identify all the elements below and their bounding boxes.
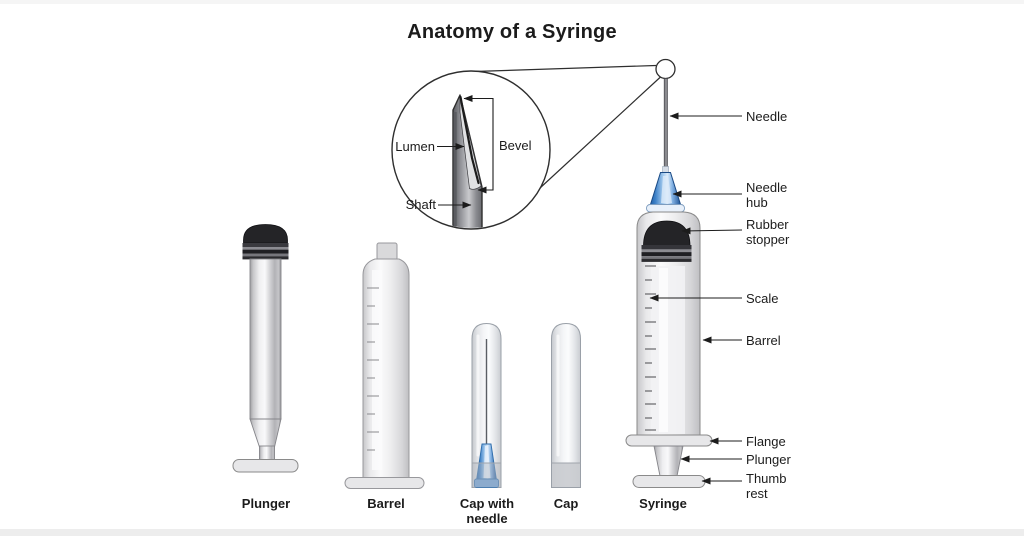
syringe-thumb-rest: [632, 475, 706, 488]
bottom-edge-strip: [0, 529, 1024, 536]
assembled-syringe-illustration: [625, 78, 713, 488]
barrel-label: Barrel: [746, 333, 781, 348]
plunger-caption: Plunger: [241, 496, 291, 511]
magnifier-connector-lines: [473, 64, 661, 189]
needle-label: Needle: [746, 109, 788, 124]
annotation-pointer-lines: [649, 112, 743, 485]
barrel-caption: Barrel: [367, 496, 405, 511]
top-edge-strip: [0, 0, 1024, 4]
bevel-bracket: [463, 95, 494, 194]
thumb-rest-label: Thumb rest: [746, 471, 787, 501]
bevel-label: Bevel: [499, 138, 532, 153]
syringe-flange: [625, 434, 713, 447]
cap-with-needle-component-illustration: [471, 322, 502, 488]
syringe-needle: [663, 78, 668, 174]
flange-label: Flange: [746, 434, 786, 449]
rubber-stopper-label: Rubber stopper: [746, 217, 790, 247]
barrel-component-illustration: [344, 242, 425, 489]
cap-component-illustration: [551, 322, 581, 488]
plunger-component-illustration: [232, 224, 299, 473]
scale-label: Scale: [746, 291, 779, 306]
cap-with-needle-caption: Cap with needle: [459, 496, 515, 526]
syringe-scale-ticks: [645, 265, 656, 431]
syringe-needle-hub: [646, 172, 685, 213]
syringe-plunger-rod: [653, 445, 684, 477]
barrel-scale-ticks: [367, 287, 379, 451]
syringe-rubber-stopper: [641, 220, 692, 262]
rubber-stopper-pointer-line: [681, 227, 743, 235]
lumen-label: Lumen: [395, 139, 435, 154]
page-title: Anatomy of a Syringe: [407, 21, 617, 43]
shaft-label: Shaft: [405, 197, 436, 212]
needle-hub-label: Needle hub: [746, 180, 788, 210]
cap-caption: Cap: [553, 496, 579, 511]
magnifier-small-circle: [655, 58, 676, 80]
plunger-label: Plunger: [746, 452, 791, 467]
syringe-caption: Syringe: [639, 496, 687, 511]
